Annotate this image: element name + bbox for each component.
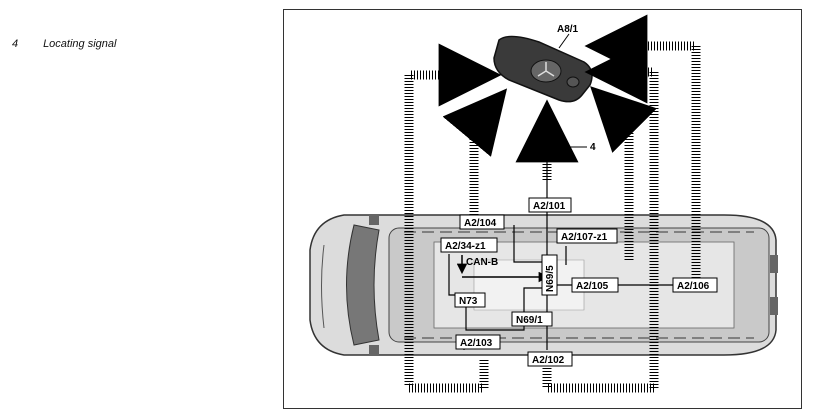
box-a2-105: A2/105 — [571, 277, 619, 293]
legend-number: 4 — [12, 38, 19, 50]
box-n69-1: N69/1 — [511, 311, 553, 327]
label-signal-4: 4 — [590, 142, 596, 153]
label-can-b: CAN-B — [466, 257, 498, 268]
box-a2-101: A2/101 — [528, 197, 572, 213]
box-n69-5: N69/5 — [541, 254, 558, 296]
svg-text:A2/105: A2/105 — [576, 281, 609, 292]
vehicle-antenna-diagram: A8/1 4 A2/101 A2/104 A2/107-z1 A2/34-z1 … — [283, 9, 802, 409]
svg-text:A2/103: A2/103 — [460, 338, 493, 349]
wave-bottom-left — [409, 360, 489, 393]
svg-text:N69/5: N69/5 — [545, 265, 556, 292]
legend-text: Locating signal — [43, 38, 117, 50]
component-labels: A8/1 4 A2/101 A2/104 A2/107-z1 A2/34-z1 … — [440, 24, 718, 367]
box-a2-103: A2/103 — [455, 334, 501, 350]
svg-text:A2/107-z1: A2/107-z1 — [561, 232, 608, 243]
wire-n73 — [465, 305, 499, 331]
box-a2-107-z1: A2/107-z1 — [556, 228, 618, 244]
svg-text:A2/104: A2/104 — [464, 218, 497, 229]
legend-item-locating-signal: 4 Locating signal — [12, 38, 116, 50]
wave-left-inner — [442, 88, 508, 215]
label-a8-1: A8/1 — [557, 24, 579, 35]
key-fob — [493, 35, 593, 103]
wave-left-outer — [404, 43, 502, 385]
svg-text:N69/1: N69/1 — [516, 315, 543, 326]
wave-bottom-right — [542, 368, 654, 393]
wave-right-outer — [584, 14, 701, 278]
svg-text:A2/106: A2/106 — [677, 281, 710, 292]
box-n73: N73 — [454, 292, 486, 308]
wave-right-inner — [590, 86, 657, 260]
wire-n691 — [499, 287, 547, 331]
diagram-canvas: A8/1 4 A2/101 A2/104 A2/107-z1 A2/34-z1 … — [309, 14, 778, 393]
box-a2-104: A2/104 — [459, 214, 505, 230]
wire-104 — [513, 225, 544, 263]
box-a2-102: A2/102 — [527, 351, 573, 367]
svg-text:A2/34-z1: A2/34-z1 — [445, 241, 486, 252]
box-a2-106: A2/106 — [672, 277, 718, 293]
svg-text:N73: N73 — [459, 296, 478, 307]
box-a2-34-z1: A2/34-z1 — [440, 237, 498, 253]
svg-text:A2/102: A2/102 — [532, 355, 565, 366]
svg-text:A2/101: A2/101 — [533, 201, 566, 212]
